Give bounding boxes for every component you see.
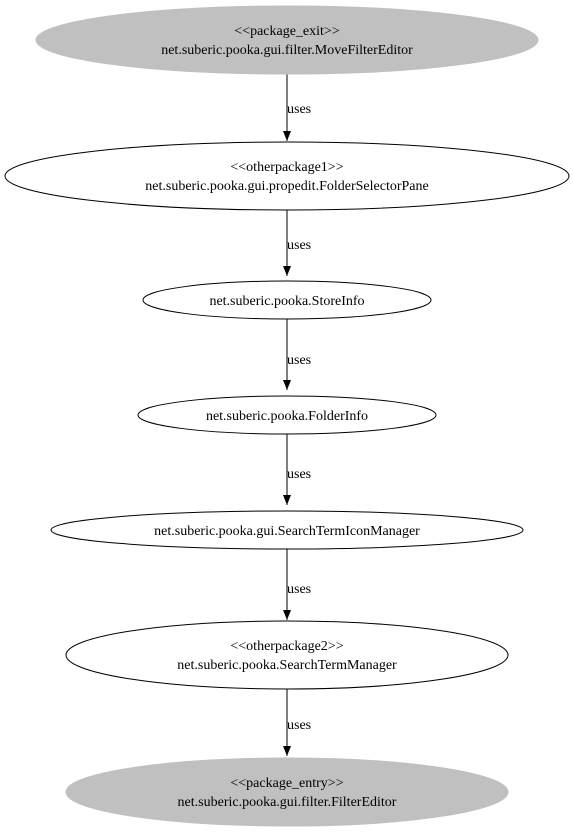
edge-label-uses: uses	[287, 238, 311, 253]
node-search-term-icon-manager[interactable]: net.suberic.pooka.gui.SearchTermIconMana…	[50, 510, 524, 550]
node-move-filter-editor[interactable]: <<package_exit>> net.suberic.pooka.gui.f…	[35, 5, 539, 75]
edge-folderselectorpane-to-storeinfo: uses	[283, 210, 311, 276]
edge-label-uses: uses	[287, 467, 311, 482]
node-label: net.suberic.pooka.gui.propedit.FolderSel…	[145, 179, 428, 194]
edge-searchtermmanager-to-filtereditor: uses	[283, 689, 311, 756]
edge-movefiltereditor-to-folderselectorpane: uses	[283, 74, 311, 141]
package-exit-node-shape	[35, 5, 539, 75]
node-filter-editor[interactable]: <<package_entry>> net.suberic.pooka.gui.…	[65, 757, 509, 827]
node-stereotype: <<otherpackage1>>	[230, 160, 343, 175]
node-label: net.suberic.pooka.gui.filter.FilterEdito…	[178, 795, 397, 810]
node-stereotype: <<otherpackage2>>	[230, 639, 343, 654]
class-node-shape	[137, 395, 437, 435]
node-folder-info[interactable]: net.suberic.pooka.FolderInfo	[137, 395, 437, 435]
otherpackage-node-shape	[65, 620, 509, 690]
edge-storeinfo-to-folderinfo: uses	[283, 319, 311, 390]
node-label: net.suberic.pooka.StoreInfo	[209, 294, 364, 309]
edge-label-uses: uses	[287, 353, 311, 368]
edge-label-uses: uses	[287, 718, 311, 733]
class-node-shape	[142, 280, 432, 320]
otherpackage-node-shape	[4, 141, 570, 211]
edge-label-uses: uses	[287, 582, 311, 597]
class-node-shape	[50, 510, 524, 550]
node-label: net.suberic.pooka.SearchTermManager	[177, 658, 397, 673]
node-stereotype: <<package_exit>>	[234, 24, 340, 39]
node-folder-selector-pane[interactable]: <<otherpackage1>> net.suberic.pooka.gui.…	[4, 141, 570, 211]
node-label: net.suberic.pooka.FolderInfo	[206, 409, 368, 424]
edge-folderinfo-to-searchtermiconmanager: uses	[283, 434, 311, 505]
node-store-info[interactable]: net.suberic.pooka.StoreInfo	[142, 280, 432, 320]
node-stereotype: <<package_entry>>	[230, 776, 343, 791]
node-label: net.suberic.pooka.gui.SearchTermIconMana…	[154, 524, 420, 539]
edge-label-uses: uses	[287, 102, 311, 117]
node-search-term-manager[interactable]: <<otherpackage2>> net.suberic.pooka.Sear…	[65, 620, 509, 690]
package-entry-node-shape	[65, 757, 509, 827]
node-label: net.suberic.pooka.gui.filter.MoveFilterE…	[161, 43, 413, 58]
edge-searchtermiconmanager-to-searchtermmanager: uses	[283, 548, 311, 620]
